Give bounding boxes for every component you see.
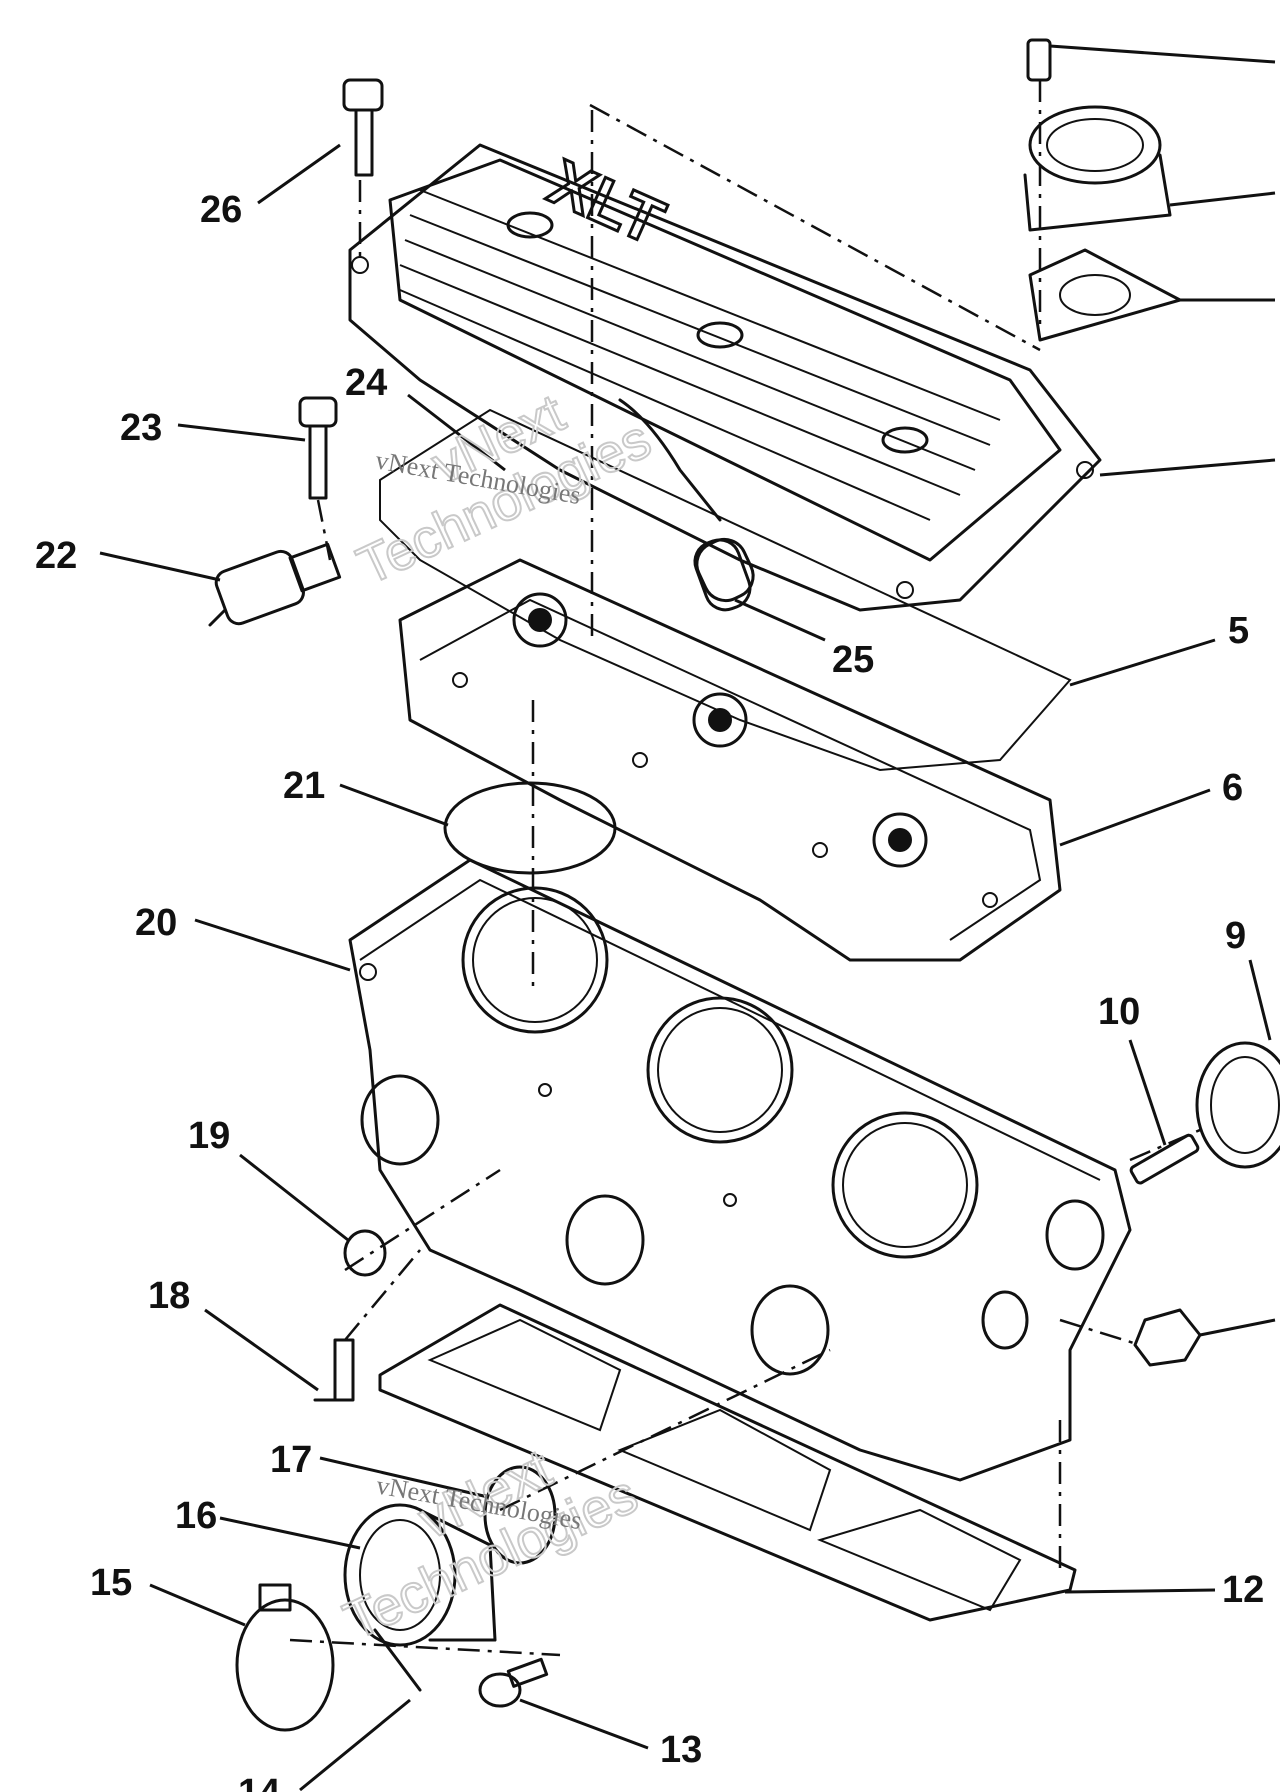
cover-gasket [379, 408, 1072, 772]
callout-14: 14 [238, 1772, 280, 1792]
bolt-26 [342, 78, 384, 177]
base-gasket [378, 1303, 1077, 1622]
callout-5: 5 [1228, 610, 1249, 652]
watermark-bottom: vNext Technologies [334, 1437, 647, 1653]
clamp [235, 1583, 335, 1732]
stud [1129, 1133, 1200, 1185]
callout-25: 25 [832, 639, 874, 681]
callout-24: 24 [345, 362, 387, 404]
callout-12: 12 [1222, 1569, 1264, 1611]
callout-26: 26 [200, 189, 242, 231]
callout-20: 20 [135, 902, 177, 944]
callout-21: 21 [283, 765, 325, 807]
assembly-lines [289, 80, 1201, 1657]
bolt-23 [298, 396, 338, 500]
temp-sensor [208, 542, 342, 627]
water-outlet-housing [1023, 38, 1182, 342]
callout-9: 9 [1225, 915, 1246, 957]
callout-10: 10 [1098, 991, 1140, 1033]
o-ring-17 [483, 1465, 557, 1565]
cover-fins [399, 189, 1001, 521]
leader-lines [99, 44, 1276, 1792]
callout-18: 18 [148, 1275, 190, 1317]
callout-23: 23 [120, 407, 162, 449]
callouts: 26 24 23 22 25 5 21 6 20 9 10 19 18 17 1… [35, 189, 1264, 1792]
callout-13: 13 [660, 1729, 702, 1771]
callout-17: 17 [270, 1439, 312, 1481]
callout-16: 16 [175, 1495, 217, 1537]
cylinder-block [348, 858, 1132, 1482]
fitting-18 [313, 1338, 355, 1402]
callout-15: 15 [90, 1562, 132, 1604]
plug [343, 1229, 387, 1277]
clamp-screw [373, 1628, 422, 1692]
inlet-elbow [1195, 1041, 1280, 1169]
fitting [693, 538, 752, 612]
o-ring [443, 781, 617, 875]
callout-19: 19 [188, 1115, 230, 1157]
cover-lettering: XLT [539, 145, 674, 258]
valve-cover: XLT [348, 143, 1102, 612]
callout-22: 22 [35, 535, 77, 577]
flange-nut [1133, 1308, 1202, 1367]
cylinder-head [398, 558, 1062, 962]
exhaust-adapter [343, 1503, 497, 1647]
callout-6: 6 [1222, 767, 1243, 809]
bolt-13 [478, 1657, 549, 1708]
